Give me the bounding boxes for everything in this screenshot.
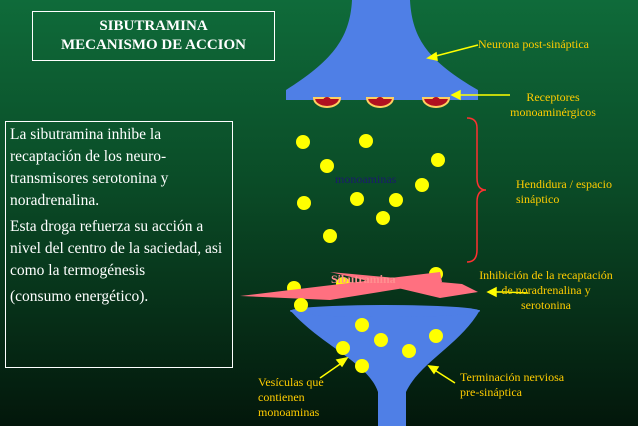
label-monoamines: monoaminas [335, 172, 397, 186]
label-vesicles-line-3: monoaminas [258, 405, 320, 419]
arrow-terminal [432, 368, 456, 384]
monoamine [296, 135, 310, 149]
monoamine [350, 192, 364, 206]
arrow-postsynaptic [431, 44, 479, 58]
title-box: SIBUTRAMINA MECANISMO DE ACCION [32, 11, 275, 61]
vesicle [355, 318, 369, 332]
label-inhibition-line-3: serotonina [521, 298, 571, 312]
title-line-2: MECANISMO DE ACCION [60, 37, 246, 53]
vesicle [429, 329, 443, 343]
vesicle [402, 344, 416, 358]
label-receptors-line-2: monoaminérgicos [510, 105, 596, 119]
postsynaptic-neuron [286, 0, 478, 100]
vesicle [336, 341, 350, 355]
label-receptors: Receptores monoaminérgicos [498, 90, 608, 120]
label-receptors-line-1: Receptores [526, 90, 580, 104]
monoamine [389, 193, 403, 207]
monoamine [297, 196, 311, 210]
label-inhibition-line-2: de noradrenalina y [501, 283, 591, 297]
monoamine [431, 153, 445, 167]
cleft-bracket [466, 117, 487, 263]
vesicles [294, 298, 443, 373]
vesicle [294, 298, 308, 312]
label-sibutramine: Sibutramina [331, 272, 396, 286]
label-postsynaptic-neuron: Neurona post-sináptica [478, 37, 589, 51]
description-paragraph-3: (consumo energético). [10, 288, 149, 305]
description-paragraph-2: Esta droga refuerza su acción a nivel de… [10, 218, 223, 279]
vesicle [374, 333, 388, 347]
monoamine [376, 211, 390, 225]
label-vesicles-line-1: Vesículas que [258, 375, 324, 389]
description-paragraph-1: La sibutramina inhibe la recaptación de … [10, 126, 169, 209]
arrow-vesicles [319, 361, 344, 379]
label-inhibition: Inhibición de la recaptación de noradren… [465, 268, 627, 313]
description-box: La sibutramina inhibe la recaptación de … [5, 121, 233, 368]
label-synaptic-cleft: Hendidura / espacio sináptico [516, 177, 612, 207]
monoamine [415, 178, 429, 192]
cleft-monoamines [287, 134, 445, 295]
label-vesicles-line-2: contienen [258, 390, 305, 404]
vesicle [355, 359, 369, 373]
arrow-inhibition [504, 291, 529, 294]
label-vesicles: Vesículas que contienen monoaminas [258, 375, 324, 420]
label-terminal-line-1: Terminación nerviosa [460, 370, 565, 384]
label-terminal-line-2: pre-sináptica [460, 385, 522, 399]
title-line-1: SIBUTRAMINA [99, 18, 208, 34]
label-cleft-line-2: sináptico [516, 192, 560, 206]
monoamine [359, 134, 373, 148]
label-presynaptic-terminal: Terminación nerviosa pre-sináptica [460, 370, 564, 400]
monoamine [320, 159, 334, 173]
sibutramine-molecule [240, 272, 478, 300]
monoamine [323, 229, 337, 243]
label-cleft-line-1: Hendidura / espacio [516, 177, 612, 191]
label-inhibition-line-1: Inhibición de la recaptación [479, 268, 613, 282]
